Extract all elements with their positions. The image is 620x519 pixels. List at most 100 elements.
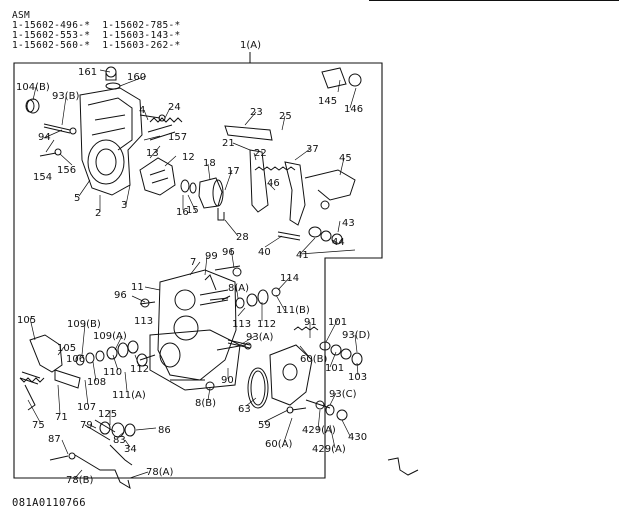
- callout-125: 125: [98, 409, 117, 420]
- callout-11: 11: [131, 282, 144, 293]
- callout-46: 46: [267, 178, 280, 189]
- callout-157: 157: [168, 132, 187, 143]
- callout-93a: 93(A): [246, 332, 273, 343]
- callout-101b: 101: [325, 363, 344, 374]
- asm-heading: ASM: [12, 10, 31, 21]
- callout-60b: 60(B): [300, 354, 327, 365]
- callout-87: 87: [48, 434, 61, 445]
- callout-112b: 112: [130, 364, 149, 375]
- callout-5: 5: [74, 193, 80, 204]
- callout-24: 24: [168, 102, 181, 113]
- callout-4: 4: [139, 105, 145, 116]
- governor-weights: [139, 157, 225, 221]
- plunger-145-146: [321, 67, 362, 89]
- spring-24: [149, 117, 183, 123]
- callout-106: 106: [66, 354, 85, 365]
- callout-93b-top: 93(B): [52, 91, 79, 102]
- lower-housing: [149, 269, 252, 391]
- callout-94: 94: [38, 132, 51, 143]
- callout-111a: 111(A): [112, 390, 146, 401]
- callout-12: 12: [182, 152, 195, 163]
- callout-75: 75: [32, 420, 45, 431]
- callout-8a: 8(A): [228, 283, 249, 294]
- callout-41: 41: [296, 250, 309, 261]
- callout-105b: 105: [57, 343, 76, 354]
- callout-114: 114: [280, 273, 299, 284]
- callout-107: 107: [77, 402, 96, 413]
- callout-78b: 78(B): [66, 475, 93, 486]
- callout-7: 7: [190, 257, 196, 268]
- right-fittings: [293, 326, 363, 366]
- callout-161: 161: [78, 67, 97, 78]
- callout-2: 2: [95, 208, 101, 219]
- part-number-row-1: 1-15602-496-* 1-15602-785-*: [12, 20, 181, 31]
- callout-113a: 113: [134, 316, 153, 327]
- callout-15: 15: [186, 205, 199, 216]
- callout-103: 103: [348, 372, 367, 383]
- assembly-frame: [13, 52, 383, 479]
- callout-91: 91: [304, 317, 317, 328]
- callout-45: 45: [339, 153, 352, 164]
- callout-60a: 60(A): [265, 439, 292, 450]
- callout-28: 28: [236, 232, 249, 243]
- callout-21: 21: [222, 138, 235, 149]
- leader-lines: [27, 69, 359, 479]
- callout-146: 146: [344, 104, 363, 115]
- control-lever-group: [224, 125, 356, 245]
- callout-108: 108: [87, 377, 106, 388]
- callout-18: 18: [203, 158, 216, 169]
- callout-112a: 112: [257, 319, 276, 330]
- callout-145: 145: [318, 96, 337, 107]
- callout-83: 83: [113, 435, 126, 446]
- callout-93d: 93(D): [342, 330, 370, 341]
- callout-22: 22: [254, 148, 267, 159]
- left-valve-group: [19, 334, 156, 411]
- callout-96-mid: 96: [114, 290, 127, 301]
- callout-160: 160: [127, 72, 146, 83]
- callout-40: 40: [258, 247, 271, 258]
- callout-113b: 113: [232, 319, 251, 330]
- callout-37: 37: [306, 144, 319, 155]
- callout-156: 156: [57, 165, 76, 176]
- screws-and-washers: [139, 265, 281, 391]
- callout-111b: 111(B): [276, 305, 310, 316]
- callout-154: 154: [33, 172, 52, 183]
- lower-linkage: [49, 419, 419, 490]
- callout-90: 90: [221, 375, 234, 386]
- callout-105a: 105: [17, 315, 36, 326]
- callout-109a: 109(A): [93, 331, 127, 342]
- callout-86: 86: [158, 425, 171, 436]
- callout-430: 430: [348, 432, 367, 443]
- callout-17: 17: [227, 166, 240, 177]
- callout-79: 79: [80, 420, 93, 431]
- callout-109b: 109(B): [67, 319, 101, 330]
- callout-78a: 78(A): [146, 467, 173, 478]
- callout-43: 43: [342, 218, 355, 229]
- callout-104b: 104(B): [16, 82, 50, 93]
- callout-99: 99: [205, 251, 218, 262]
- callout-71: 71: [55, 412, 68, 423]
- callout-23: 23: [250, 107, 263, 118]
- callout-101a: 101: [328, 317, 347, 328]
- part-number-row-3: 1-15602-560-* 1-15603-262-*: [12, 40, 181, 51]
- callout-44: 44: [332, 237, 345, 248]
- upper-housing: [25, 66, 176, 196]
- callout-3: 3: [121, 200, 127, 211]
- callout-25: 25: [279, 111, 292, 122]
- callout-16: 16: [176, 207, 189, 218]
- callout-13: 13: [146, 148, 159, 159]
- callout-429a2: 429(A): [312, 444, 346, 455]
- drawing-code: 081A0110766: [12, 497, 86, 509]
- callout-110: 110: [103, 367, 122, 378]
- callout-96-top: 96: [222, 247, 235, 258]
- callout-63: 63: [238, 404, 251, 415]
- callout-93c: 93(C): [329, 389, 357, 400]
- callout-429a1: 429(A): [302, 425, 336, 436]
- top-border-line: [369, 0, 619, 1]
- callout-34: 34: [124, 444, 137, 455]
- part-number-row-2: 1-15602-553-* 1-15603-143-*: [12, 30, 181, 41]
- callout-8b: 8(B): [195, 398, 216, 409]
- assembly-label-1a: 1(A): [240, 40, 261, 51]
- rear-cover: [247, 344, 348, 421]
